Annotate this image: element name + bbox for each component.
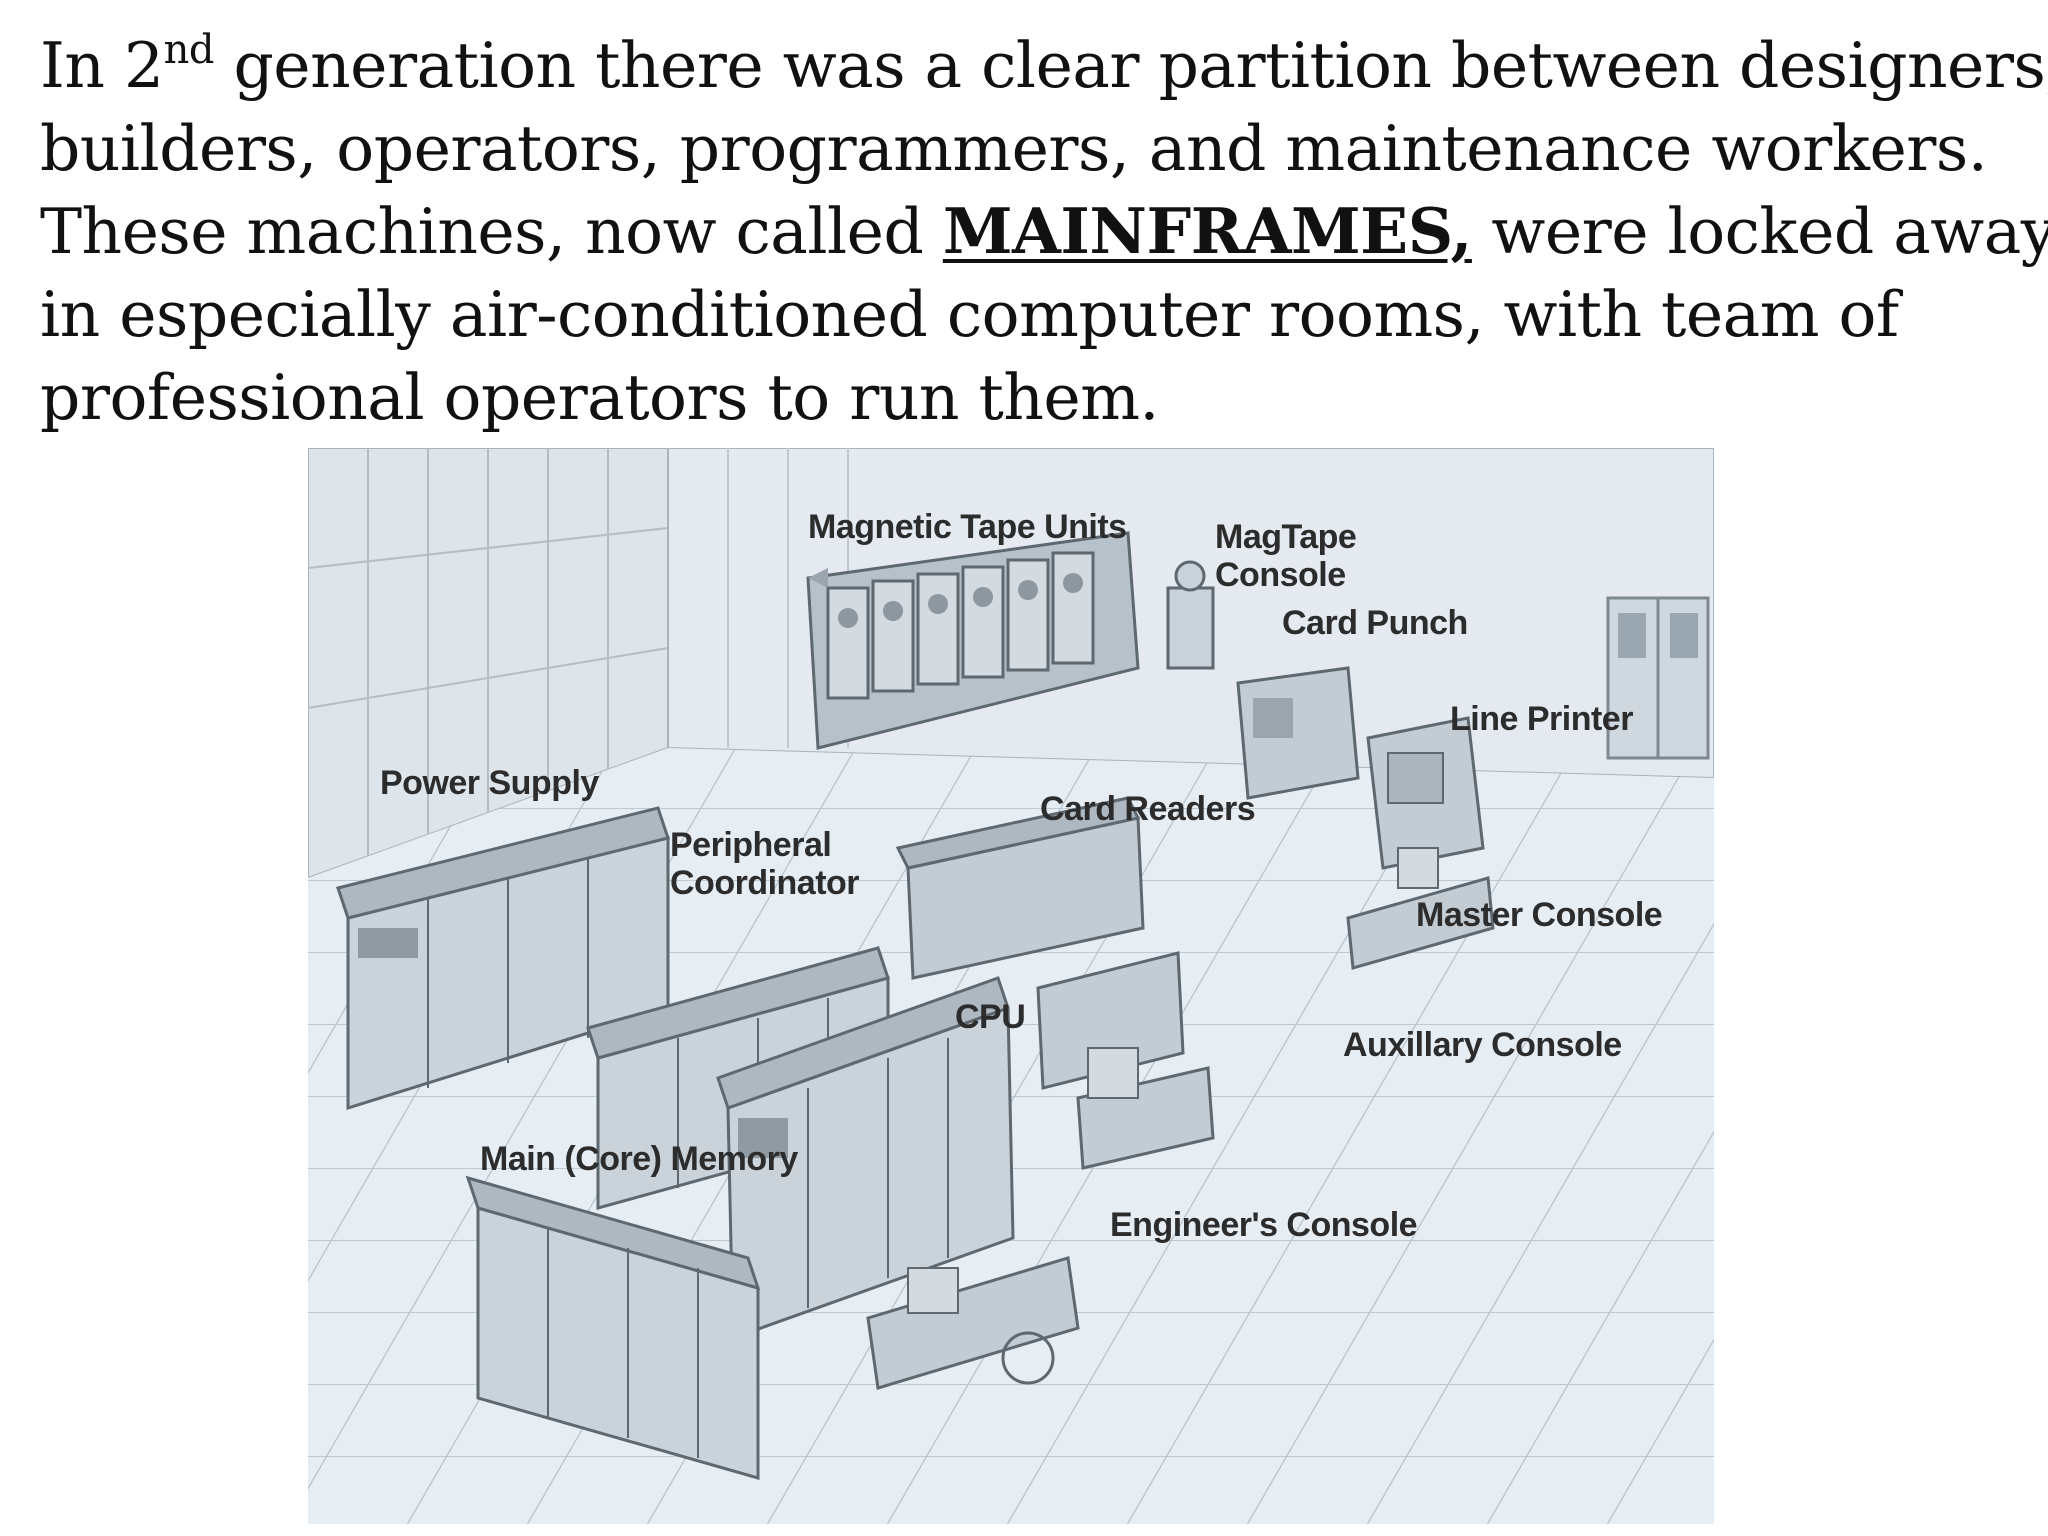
label-card-readers: Card Readers — [1040, 790, 1255, 828]
label-peripheral-line1: Peripheral — [670, 826, 831, 864]
mainframes-emphasis: MAINFRAMES, — [942, 194, 1473, 268]
paragraph-line-1: In 2nd generation there was a clear part… — [40, 24, 2048, 107]
text-generation: generation there was a clear partition b… — [213, 29, 2048, 102]
paragraph-line-2: builders, operators, programmers, and ma… — [40, 112, 1988, 185]
superscript-nd: nd — [163, 27, 215, 73]
card-punch-machine — [1236, 666, 1360, 800]
mainframe-room-illustration: Magnetic Tape Units MagTape Console Card… — [308, 448, 1714, 1524]
cpu-cabinet — [716, 976, 1015, 1341]
label-magtape-console-line1: MagTape — [1215, 518, 1356, 556]
label-master-console: Master Console — [1416, 896, 1662, 934]
text-these-machines: These machines, now called — [40, 195, 943, 268]
label-peripheral-line2: Coordinator — [670, 864, 859, 902]
master-console-desk — [1346, 847, 1495, 970]
illustration-canvas: Magnetic Tape Units MagTape Console Card… — [308, 448, 1714, 1524]
main-core-memory-cabinet — [465, 1175, 761, 1480]
paragraph-line-3: These machines, now called MAINFRAMES, w… — [40, 190, 2048, 273]
label-auxiliary-console: Auxillary Console — [1343, 1026, 1622, 1064]
text-in-2: In 2 — [40, 29, 164, 102]
magnetic-tape-units-machine — [806, 531, 1140, 750]
label-magtape-console-line2: Console — [1215, 556, 1346, 594]
engineers-console-desk — [866, 1256, 1080, 1390]
label-engineers-console: Engineer's Console — [1110, 1206, 1417, 1244]
magtape-console-machine — [1166, 560, 1215, 670]
label-cpu: CPU — [955, 998, 1025, 1036]
label-main-core-memory: Main (Core) Memory — [480, 1140, 798, 1178]
paragraph-line-4: in especially air-conditioned computer r… — [40, 278, 1899, 351]
door — [1606, 596, 1710, 760]
label-magnetic-tape-units: Magnetic Tape Units — [808, 508, 1127, 546]
description-paragraph: In 2nd generation there was a clear part… — [40, 24, 2048, 439]
label-line-printer: Line Printer — [1450, 700, 1633, 738]
paragraph-line-5: professional operators to run them. — [40, 361, 1159, 434]
line-printer-machine — [1366, 716, 1485, 870]
label-card-punch: Card Punch — [1282, 604, 1468, 642]
card-readers-machine — [895, 796, 1185, 1090]
label-power-supply: Power Supply — [380, 764, 599, 802]
text-locked-away: were locked away — [1471, 195, 2048, 268]
auxiliary-console-desk — [1076, 1047, 1215, 1170]
